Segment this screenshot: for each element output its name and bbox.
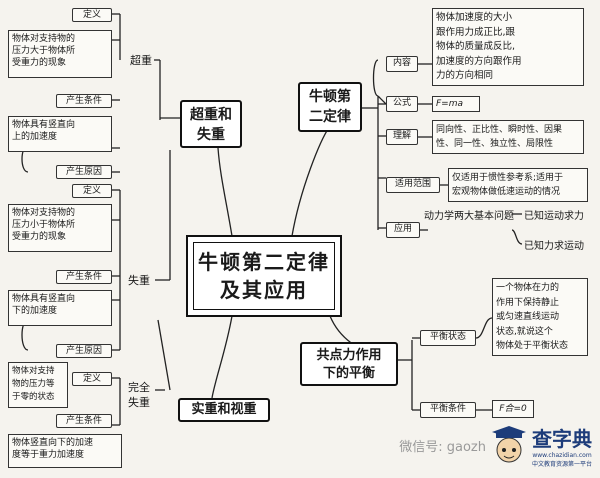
center-title: 牛顿第二定律 及其应用 [193,242,335,310]
weightlessness-cond-text: 物体具有竖直向 下的加速度 [8,290,112,326]
formula-text: F=ma [432,96,480,112]
weightlessness-cond-tag: 产生条件 [56,270,112,284]
understand-text: 同向性、正比性、瞬时性、因果 性、同一性、独立性、局限性 [432,120,584,154]
content-tag: 内容 [386,56,418,72]
scope-text: 仅适用于惯性参考系;适用于 宏观物体做低速运动的情况 [448,168,588,202]
logo-block: 查字典 www.chazidian.com 中文教育资源第一平台 [532,423,592,468]
complete-cond-text: 物体竖直向下的加速 度等于重力加速度 [8,434,122,468]
understand-tag: 理解 [386,129,418,145]
wechat-watermark: 微信号: gaozh [399,440,486,455]
apply-text: 动力学两大基本问题 [424,211,514,222]
watermark: 微信号: gaozh 查字典 www.chazidian.com 中文教育资源第… [399,423,592,468]
logo-text: 查字典 [531,427,592,451]
overweight-def-tag: 定义 [72,8,112,22]
formula-tag: 公式 [386,96,418,112]
overweight-cause-tag: 产生原因 [56,165,112,179]
equilibrium-condition-text: F合=0 [492,400,534,418]
content-text: 物体加速度的大小 跟作用力成正比,跟 物体的质量成反比, 加速度的方向跟作用 力… [432,8,584,86]
complete-weightlessness-label: 完全 失重 [128,381,150,409]
complete-cond-tag: 产生条件 [56,414,112,428]
weightlessness-cause-tag: 产生原因 [56,344,112,358]
complete-def-text: 物体对支持 物的压力等 于零的状态 [8,362,68,408]
apply-item-force: 已知运动求力 [524,211,584,222]
complete-def-tag: 定义 [72,372,112,386]
scope-tag: 适用范围 [386,177,440,193]
overweight-cond-text: 物体具有竖直向 上的加速度 [8,116,112,152]
apply-tag: 应用 [386,222,420,238]
overweight-cond-tag: 产生条件 [56,94,112,108]
branch-equilibrium: 共点力作用 下的平衡 [300,342,398,386]
overweight-label: 超重 [130,54,152,67]
weightlessness-def-text: 物体对支持物的 压力小于物体所 受重力的现象 [8,204,112,252]
branch-newton-second-law: 牛顿第 二定律 [298,82,362,132]
center-node: 牛顿第二定律 及其应用 [186,235,342,317]
branch-real-apparent-weight: 实重和视重 [178,398,270,422]
weightlessness-label: 失重 [128,274,150,287]
equilibrium-state-tag: 平衡状态 [420,330,476,346]
overweight-def-text: 物体对支持物的 压力大于物体所 受重力的现象 [8,30,112,78]
branch-overweight-weightlessness: 超重和 失重 [180,100,242,148]
apply-item-motion: 已知力求运动 [524,241,584,252]
weightlessness-def-tag: 定义 [72,184,112,198]
equilibrium-condition-tag: 平衡条件 [420,402,476,418]
mascot-icon [491,425,526,462]
equilibrium-state-text: 一个物体在力的 作用下保持静止 或匀速直线运动 状态,就说这个 物体处于平衡状态 [492,278,588,356]
logo-url: www.chazidian.com [532,452,592,459]
logo-subtitle: 中文教育资源第一平台 [531,461,592,468]
